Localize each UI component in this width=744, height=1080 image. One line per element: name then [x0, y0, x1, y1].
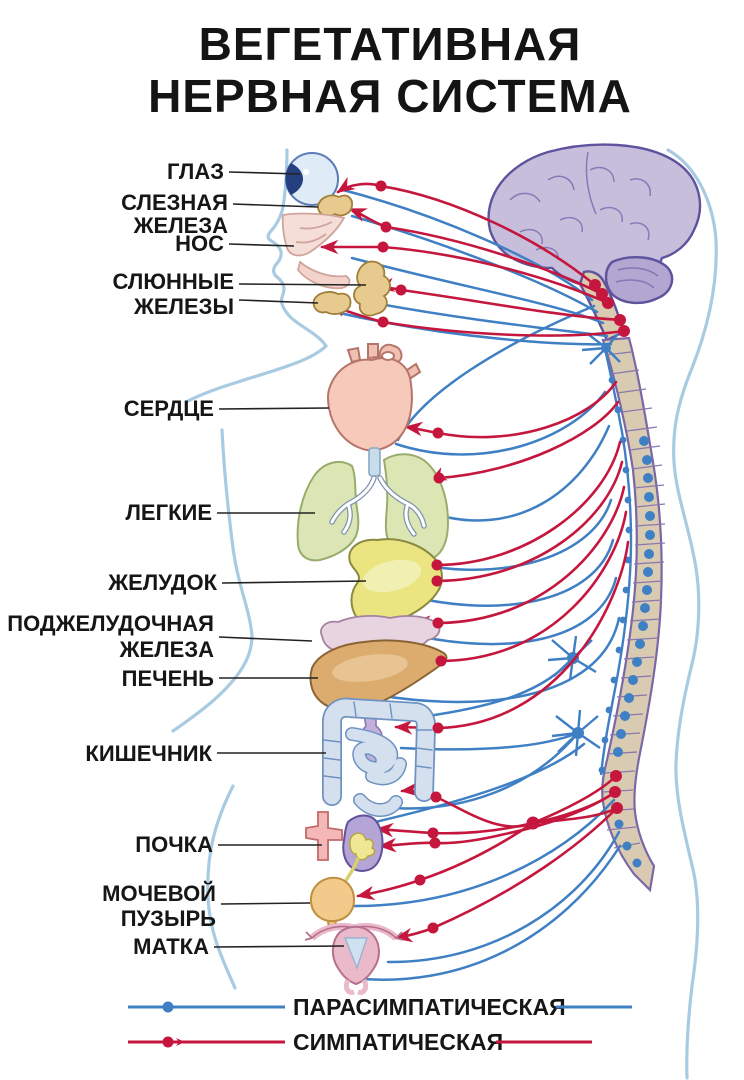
label-salivary-2: ЖЕЛЕЗЫ [133, 294, 234, 319]
label-bladder-1: МОЧЕВОЙ [102, 881, 216, 906]
intestine-illustration [322, 697, 436, 817]
stomach-illustration [348, 538, 443, 628]
organ-labels: ГЛАЗ СЛЕЗНАЯ ЖЕЛЕЗА НОС СЛЮННЫЕ ЖЕЛЕЗЫ С… [7, 159, 234, 959]
legend-label-sympathetic: СИМПАТИЧЕСКАЯ [293, 1029, 503, 1055]
back-outline [666, 148, 718, 1080]
label-pancreas-1: ПОДЖЕЛУДОЧНАЯ [7, 611, 214, 636]
cerebrum [487, 143, 702, 290]
face-profile-outline [186, 148, 329, 403]
leader-salivary-1 [238, 283, 367, 286]
haustra-lines [323, 701, 433, 779]
sacral-sweep [350, 844, 622, 981]
page-title-line1: ВЕГЕТАТИВНАЯ [199, 18, 582, 70]
legend: ПАРАСИМПАТИЧЕСКАЯ СИМПАТИЧЕСКАЯ [128, 994, 632, 1055]
salivary-glands-illustration [312, 260, 391, 317]
leader-lacrimal [232, 203, 319, 208]
nerve-to-kidney-2 [378, 790, 617, 853]
nerve-to-kidney [369, 742, 586, 825]
spine-segments [602, 351, 666, 849]
nerve-to-eye [336, 176, 597, 287]
legend-arrowhead [176, 1038, 185, 1046]
nerve-to-heart [404, 380, 618, 439]
nerve-to-nose [320, 239, 610, 305]
legend-sympathetic: СИМПАТИЧЕСКАЯ [128, 1029, 592, 1055]
nerve-to-intestine-1 [419, 656, 575, 719]
leader-nose [228, 243, 295, 247]
label-liver: ПЕЧЕНЬ [122, 666, 215, 691]
label-bladder-2: ПУЗЫРЬ [121, 906, 216, 931]
kidney-illustration [342, 814, 384, 885]
thigh-outline [206, 784, 237, 990]
nerve-to-lungs [429, 424, 611, 522]
leader-eye [228, 171, 301, 175]
uterus-illustration [304, 922, 404, 995]
page-title-line2: НЕРВНАЯ СИСТЕМА [148, 70, 632, 122]
trachea [368, 447, 381, 477]
sympathetic-spine-dots [589, 279, 630, 814]
legend-dot [162, 1001, 174, 1013]
leader-uterus [213, 945, 345, 948]
uterine-cavity [343, 937, 368, 971]
nerve-to-stomach-2 [410, 460, 624, 588]
nerve-to-stomach-2 [391, 538, 615, 607]
nerve-to-uterus [394, 806, 619, 943]
nerve-to-lungs [428, 400, 620, 483]
lacrimal-gland-illustration [317, 194, 353, 218]
leader-bladder [220, 902, 311, 905]
bladder-illustration [309, 876, 356, 930]
nerve-to-eye [341, 188, 594, 302]
nerve-to-stomach-1 [410, 440, 622, 572]
label-stomach: ЖЕЛУДОК [107, 570, 217, 595]
nerve-to-bladder [356, 806, 619, 901]
legend-parasympathetic: ПАРАСИМПАТИЧЕСКАЯ [128, 994, 632, 1020]
nerve-to-liver [417, 510, 628, 668]
sympathetic-ending-dots [375, 180, 540, 934]
label-heart: СЕРДЦЕ [124, 396, 214, 421]
bronchial-tree [329, 475, 427, 537]
nerve-to-heart [394, 390, 607, 456]
parasympathetic-spine-dots [613, 436, 655, 868]
brain-gyri [509, 151, 659, 289]
nerve-to-salivary-2 [327, 302, 626, 337]
nerve-to-uterus [386, 830, 621, 964]
label-intestine: КИШЕЧНИК [85, 741, 212, 766]
renal-vessels [305, 811, 343, 861]
label-kidney: ПОЧКА [135, 832, 213, 857]
label-lacrimal-2: ЖЕЛЕЗА [133, 213, 228, 238]
label-lacrimal-1: СЛЕЗНАЯ [121, 190, 228, 215]
leader-salivary-2 [238, 299, 319, 304]
label-uterus: МАТКА [133, 934, 209, 959]
nose-illustration [281, 212, 351, 290]
label-eye: ГЛАЗ [167, 159, 224, 184]
legend-label-parasympathetic: ПАРАСИМПАТИЧЕСКАЯ [293, 994, 566, 1020]
leader-heart [218, 407, 330, 410]
label-salivary-1: СЛЮННЫЕ [113, 269, 234, 294]
label-pancreas-2: ЖЕЛЕЗА [119, 637, 214, 662]
eye-illustration [285, 152, 339, 206]
nerve-to-pancreas [394, 576, 618, 646]
leader-lines [213, 171, 367, 948]
nerve-to-salivary-1 [356, 298, 609, 338]
chest-belly-outline [171, 428, 254, 733]
leader-pancreas [218, 636, 313, 642]
nerve-to-pancreas [412, 485, 626, 630]
iris [285, 163, 303, 195]
nerve-to-intestine-3 [390, 731, 580, 810]
body-silhouette [171, 148, 718, 1080]
lips [297, 260, 351, 290]
neck-plexus [581, 333, 621, 365]
leader-stomach [221, 580, 367, 584]
legend-dot [162, 1036, 174, 1048]
lungs-illustration [296, 447, 450, 562]
nerve-to-liver [343, 616, 621, 704]
label-lungs: ЛЕГКИЕ [126, 500, 213, 525]
heart-illustration [327, 343, 422, 452]
nerve-to-bladder [352, 798, 616, 908]
liver-illustration [309, 639, 448, 712]
label-nose: НОС [175, 231, 224, 256]
nerve-to-intestine-1 [394, 540, 630, 735]
renal-pelvis [349, 832, 376, 861]
nerve-to-lacrimal [348, 207, 604, 296]
